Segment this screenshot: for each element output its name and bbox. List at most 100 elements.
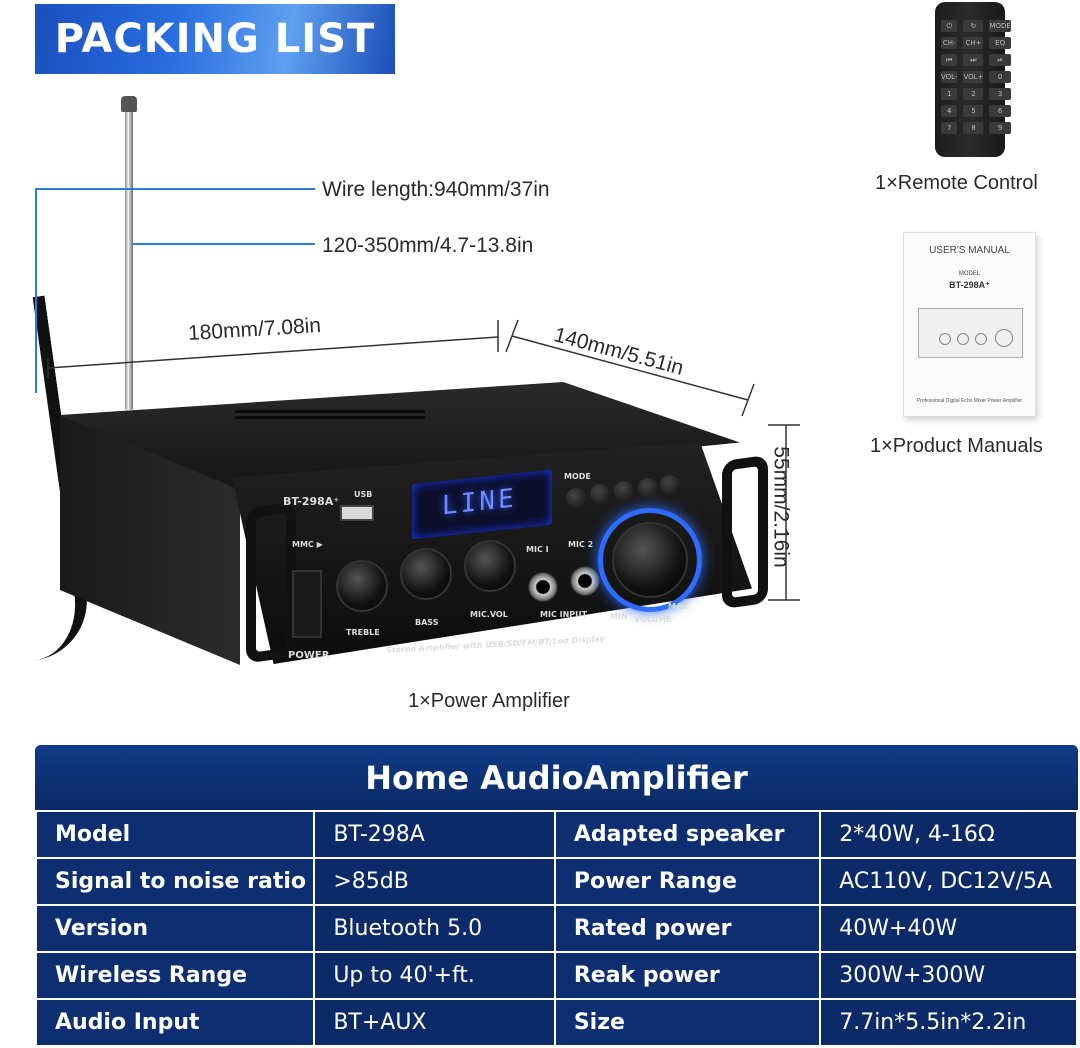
right-handle	[722, 454, 768, 610]
spec-value: >85dB	[313, 857, 556, 906]
spec-key: Model	[35, 810, 316, 859]
banner-title: PACKING LIST	[54, 16, 376, 62]
height-label: 55mm/2.16in	[769, 446, 793, 568]
mic1-jack	[528, 572, 558, 602]
remote-key: 0	[989, 71, 1011, 83]
remote-key: 1	[941, 88, 958, 100]
wire-length-pointer-vertical	[35, 188, 37, 393]
remote-key: 3	[989, 88, 1011, 100]
volume-max-label: MAX	[668, 602, 689, 611]
spec-value: AC110V, DC12V/5A	[819, 857, 1078, 906]
left-handle	[246, 501, 296, 664]
usb-label: USB	[354, 490, 373, 499]
spec-value: 2*40W, 4-16Ω	[819, 810, 1078, 859]
play-pause-button	[614, 481, 634, 501]
spec-value: BT+AUX	[313, 998, 556, 1045]
antenna-rod	[125, 108, 133, 410]
amp-model-label: BT-298A⁺	[283, 495, 340, 508]
mode-button	[566, 488, 586, 508]
spec-title-bar: Home AudioAmplifier	[35, 745, 1078, 810]
power-switch	[292, 570, 322, 638]
mic1-label: MIC I	[526, 545, 549, 554]
remote-key: 5	[963, 105, 984, 117]
product-manuals-label: 1×Product Manuals	[870, 435, 1043, 457]
remote-key: ⏮	[941, 54, 958, 66]
remote-key: 7	[941, 122, 958, 134]
remote-key: ⏭	[963, 54, 984, 66]
manual-amplifier-illustration	[918, 308, 1023, 358]
display-text: LINE	[442, 483, 517, 522]
remote-control-label: 1×Remote Control	[875, 172, 1038, 194]
remote-key: CH+	[963, 37, 984, 49]
usb-port	[340, 505, 374, 521]
top-vent	[235, 416, 425, 419]
manual-footer: Professional Digital Echo Mixer Power Am…	[916, 398, 1023, 404]
antenna-length-label: 120-350mm/4.7-13.8in	[322, 234, 534, 257]
remote-key: VOL+	[963, 71, 984, 83]
spec-value: Up to 40'+ft.	[313, 951, 556, 1000]
spec-title: Home AudioAmplifier	[365, 758, 748, 797]
mic2-jack	[570, 566, 600, 596]
spec-key: Adapted speaker	[553, 810, 822, 859]
manual-heading: USER'S MANUAL	[929, 245, 1010, 256]
dimension-lines	[47, 319, 800, 601]
wire-length-pointer	[35, 188, 315, 190]
spec-value: 300W+300W	[819, 951, 1078, 1000]
spec-key: Version	[35, 904, 316, 953]
volume-label: VOLUME	[634, 615, 672, 624]
remote-key: MODE	[989, 20, 1011, 32]
top-vent	[235, 410, 425, 413]
remote-key: 2	[963, 88, 984, 100]
spec-value: Bluetooth 5.0	[313, 904, 556, 953]
spec-key: Rated power	[553, 904, 822, 953]
remote-key: ↻	[963, 20, 984, 32]
treble-label: TREBLE	[346, 628, 380, 637]
remote-key: EQ	[989, 37, 1011, 49]
mic-input-label: MIC INPUT	[540, 610, 588, 619]
antenna-length-pointer	[132, 243, 315, 245]
prev-button	[590, 484, 610, 504]
volume-knob	[612, 522, 688, 598]
repeat-button	[660, 475, 680, 495]
antenna-tip	[121, 96, 137, 112]
mic-volume-knob	[464, 540, 516, 592]
spec-key: Audio Input	[35, 998, 316, 1045]
bass-label: BASS	[415, 618, 439, 627]
next-button	[638, 478, 658, 498]
spec-value: BT-298A	[313, 810, 556, 859]
spec-key: Reak power	[553, 951, 822, 1000]
volume-min-label: MIN	[610, 612, 628, 621]
mic-volume-label: MIC.VOL	[470, 610, 508, 619]
mode-label: MODE	[564, 472, 591, 481]
spec-value: 40W+40W	[819, 904, 1078, 953]
mmc-label: MMC ▶	[292, 540, 323, 549]
remote-key: VOL-	[941, 71, 958, 83]
spec-key: Signal to noise ratio	[35, 857, 316, 906]
remote-key: 6	[989, 105, 1011, 117]
remote-key: ⏯	[989, 54, 1011, 66]
remote-key: 9	[989, 122, 1011, 134]
spec-value: 7.7in*5.5in*2.2in	[819, 998, 1078, 1045]
power-amplifier-label: 1×Power Amplifier	[408, 690, 570, 712]
bass-knob	[400, 548, 452, 600]
spec-key: Size	[553, 998, 822, 1045]
volume-led-ring	[598, 508, 702, 612]
treble-knob	[336, 560, 388, 612]
power-label: POWER	[288, 650, 330, 661]
remote-key: 4	[941, 105, 958, 117]
remote-key: 8	[963, 122, 984, 134]
spec-key: Power Range	[553, 857, 822, 906]
mic2-label: MIC 2	[568, 540, 594, 549]
remote-key: CH-	[941, 37, 958, 49]
user-manual-image: USER'S MANUAL MODEL BT-298A⁺ Professiona…	[903, 232, 1036, 417]
spec-key: Wireless Range	[35, 951, 316, 1000]
wire-length-label: Wire length:940mm/37in	[322, 178, 550, 201]
